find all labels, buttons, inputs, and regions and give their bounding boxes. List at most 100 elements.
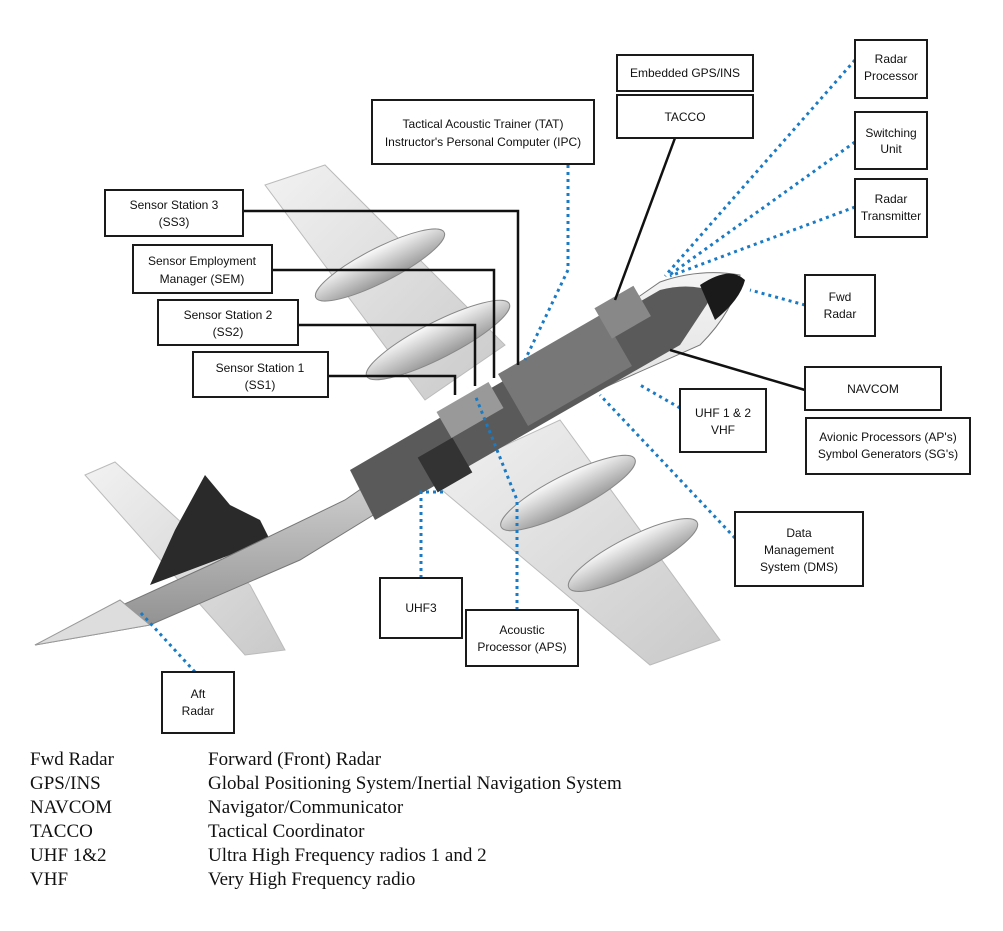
label-box-ss1: Sensor Station 1 (SS1): [192, 351, 329, 398]
label-box-ss3: Sensor Station 3 (SS3): [104, 189, 244, 237]
glossary-def: Forward (Front) Radar: [208, 749, 382, 770]
leader-tat: [523, 165, 570, 361]
vertical-fin: [150, 475, 270, 585]
leader-radar-transmitter: [669, 205, 856, 278]
label-text: (SS2): [213, 325, 244, 339]
glossary-def: Tactical Coordinator: [208, 821, 365, 842]
label-box-ss2: Sensor Station 2 (SS2): [157, 299, 299, 346]
label-box-tacco: TACCO: [616, 94, 754, 139]
label-text: VHF: [711, 423, 735, 437]
equipment-block: [594, 285, 651, 339]
label-text: Sensor Employment: [148, 254, 257, 268]
glossary-def: Ultra High Frequency radios 1 and 2: [208, 845, 487, 866]
leader-aps: [473, 394, 519, 610]
tail-cone: [34, 599, 152, 646]
label-text: Data: [786, 526, 812, 540]
label-text: Management: [764, 543, 835, 557]
leader-fwd-radar: [749, 288, 806, 307]
label-box-avionic: Avionic Processors (AP's) Symbol Generat…: [805, 417, 971, 475]
label-text: TACCO: [664, 110, 705, 124]
label-text: Processor: [864, 69, 918, 83]
label-box-fwd-radar: Fwd Radar: [804, 274, 876, 337]
label-text: Radar: [875, 192, 908, 206]
glossary-def: Navigator/Communicator: [208, 797, 404, 818]
glossary-row: TACCO Tactical Coordinator: [30, 820, 622, 844]
label-text: Sensor Station 1: [216, 361, 305, 375]
label-box-navcom: NAVCOM: [804, 366, 942, 411]
engine-nacelle: [567, 518, 699, 592]
glossary-abbr: UHF 1&2: [30, 845, 107, 866]
glossary-abbr: GPS/INS: [30, 773, 101, 794]
label-text: Unit: [880, 142, 902, 156]
label-text: (SS1): [245, 378, 276, 392]
leader-uhf3: [419, 490, 445, 578]
label-box-embedded-gps: Embedded GPS/INS: [616, 54, 754, 92]
label-box-sem: Sensor Employment Manager (SEM): [132, 244, 273, 294]
label-text: Avionic Processors (AP's): [819, 430, 956, 444]
glossary-abbr: NAVCOM: [30, 797, 113, 818]
label-box-aft-radar: Aft Radar: [161, 671, 235, 734]
glossary-row: NAVCOM Navigator/Communicator: [30, 796, 622, 820]
leader-lines: [138, 59, 857, 674]
label-text: Transmitter: [861, 209, 921, 223]
equipment-block: [436, 382, 504, 438]
label-text: Radar: [182, 704, 215, 718]
aircraft-illustration: [34, 164, 745, 666]
label-text: Instructor's Personal Computer (IPC): [385, 135, 581, 149]
label-text: Tactical Acoustic Trainer (TAT): [403, 117, 564, 131]
label-text: Symbol Generators (SG's): [818, 447, 958, 461]
glossary-def: Very High Frequency radio: [208, 869, 416, 890]
glossary-abbr: TACCO: [30, 821, 93, 842]
label-box-aps: Acoustic Processor (APS): [465, 609, 579, 667]
label-text: Switching: [865, 126, 916, 140]
label-text: Manager (SEM): [160, 272, 245, 286]
glossary-abbr: VHF: [30, 869, 69, 890]
leader-ss3: [243, 209, 520, 365]
glossary: Fwd Radar Forward (Front) Radar GPS/INS …: [30, 748, 622, 892]
label-text: Sensor Station 2: [184, 308, 273, 322]
label-text: System (DMS): [760, 560, 838, 574]
lower-wing: [429, 419, 721, 666]
label-text: Embedded GPS/INS: [630, 66, 740, 80]
leader-ss2: [298, 323, 477, 386]
label-text: Fwd: [829, 290, 852, 304]
glossary-def: Global Positioning System/Inertial Navig…: [208, 773, 622, 794]
label-text: Radar: [824, 307, 857, 321]
leader-navcom: [669, 348, 806, 392]
engine-nacelle: [314, 228, 446, 302]
leader-uhf12: [639, 383, 681, 410]
label-text: NAVCOM: [847, 382, 899, 396]
label-text: UHF3: [405, 601, 437, 615]
leader-ss1: [328, 374, 457, 395]
leader-tacco: [613, 137, 677, 301]
label-text: Sensor Station 3: [130, 198, 219, 212]
leader-dms: [598, 393, 737, 540]
label-text: UHF 1 & 2: [695, 406, 751, 420]
label-text: Radar: [875, 52, 908, 66]
engine-nacelle: [500, 454, 636, 532]
label-box-tat-ipc: Tactical Acoustic Trainer (TAT) Instruct…: [371, 99, 595, 165]
label-text: (SS3): [159, 215, 190, 229]
label-box-uhf12: UHF 1 & 2 VHF: [679, 388, 767, 453]
nose-radome: [700, 273, 745, 320]
equipment-block: [417, 437, 473, 493]
glossary-row: GPS/INS Global Positioning System/Inerti…: [30, 772, 622, 796]
aircraft-diagram: Radar Processor Embedded GPS/INS TACCO S…: [34, 39, 971, 734]
label-text: Aft: [191, 687, 206, 701]
label-box-dms: Data Management System (DMS): [734, 511, 864, 587]
label-box-switching-unit: Switching Unit: [854, 111, 928, 170]
equipment-block: [498, 314, 632, 426]
leader-switching-unit: [667, 140, 856, 278]
glossary-row: VHF Very High Frequency radio: [30, 868, 622, 892]
label-box-radar-transmitter: Radar Transmitter: [854, 178, 928, 238]
label-text: Acoustic: [499, 623, 544, 637]
glossary-row: UHF 1&2 Ultra High Frequency radios 1 an…: [30, 844, 622, 868]
leader-radar-processor: [663, 59, 857, 277]
label-box-radar-processor: Radar Processor: [854, 39, 928, 99]
label-box-uhf3: UHF3: [379, 577, 463, 639]
leader-sem: [272, 268, 496, 378]
glossary-abbr: Fwd Radar: [30, 749, 114, 770]
glossary-row: Fwd Radar Forward (Front) Radar: [30, 748, 622, 772]
label-text: Processor (APS): [477, 640, 566, 654]
